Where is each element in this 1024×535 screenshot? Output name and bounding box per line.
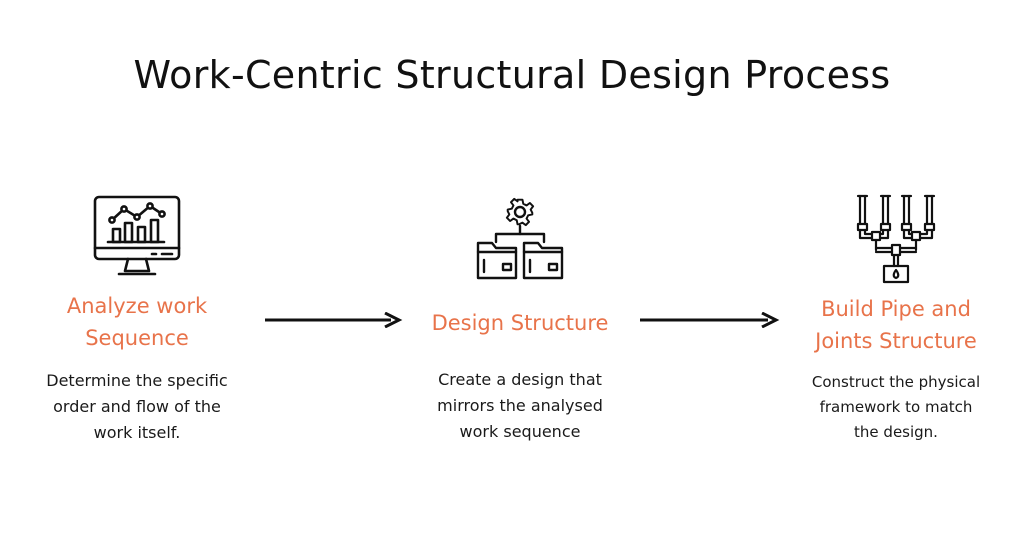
step-design: Design Structure Create a design that mi…	[400, 190, 640, 480]
step-heading: Analyze work Sequence	[17, 290, 257, 354]
step-heading-line: Design Structure	[431, 311, 609, 335]
step-description-line: Create a design that	[438, 370, 602, 389]
flow-arrow	[265, 312, 403, 328]
step-description-line: work itself.	[93, 423, 181, 442]
gear-folders-icon	[476, 197, 564, 280]
step-heading-line: Analyze work	[66, 294, 208, 318]
step-build: Build Pipe and Joints Structure Construc…	[780, 190, 1012, 480]
step-description-line: mirrors the analysed	[437, 396, 603, 415]
step-description-line: framework to match	[819, 398, 973, 416]
step-description-line: order and flow of the	[53, 397, 221, 416]
pipe-joints-icon	[856, 194, 936, 284]
step-heading-line: Sequence	[85, 326, 189, 350]
step-heading-line: Joints Structure	[815, 329, 977, 353]
step-description: Determine the specific order and flow of…	[17, 368, 257, 446]
step-description-line: Construct the physical	[811, 373, 981, 391]
step-analyze: Analyze work Sequence Determine the spec…	[17, 190, 257, 480]
step-description-line: the design.	[854, 423, 938, 441]
step-description-line: work sequence	[459, 422, 581, 441]
step-heading: Build Pipe and Joints Structure	[780, 293, 1012, 357]
step-description: Create a design that mirrors the analyse…	[400, 367, 640, 445]
step-description: Construct the physical framework to matc…	[780, 370, 1012, 445]
analytics-monitor-icon	[93, 195, 181, 276]
step-heading-line: Build Pipe and	[821, 297, 971, 321]
page-title: Work-Centric Structural Design Process	[133, 53, 891, 97]
step-heading: Design Structure	[400, 307, 640, 339]
flow-arrow	[640, 312, 780, 328]
step-description-line: Determine the specific	[46, 371, 228, 390]
